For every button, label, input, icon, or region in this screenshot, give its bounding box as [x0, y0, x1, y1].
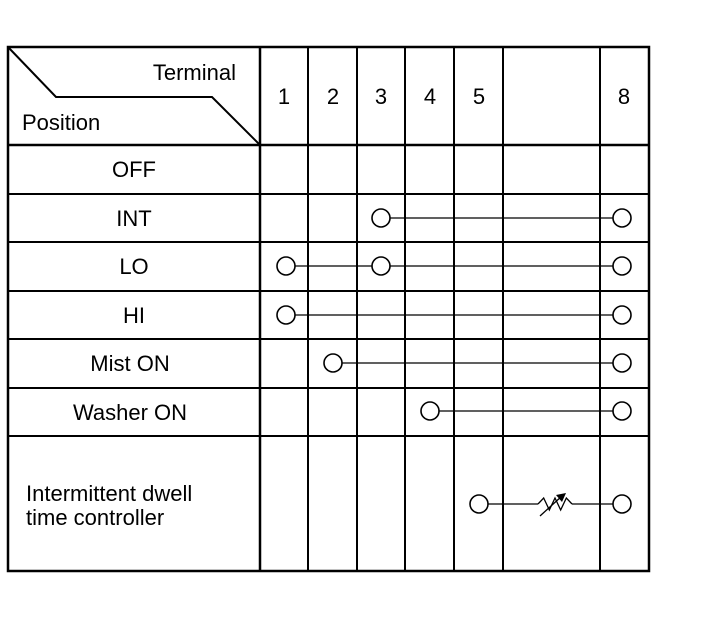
terminal-3-contact — [371, 256, 391, 276]
position-labels: OFF INT LO HI Mist ON Washer ON Intermit… — [26, 157, 192, 530]
position-label-mist-on: Mist ON — [90, 351, 169, 376]
terminal-header-3: 3 — [375, 84, 387, 109]
terminal-1-contact — [276, 256, 296, 276]
terminal-4-contact — [420, 401, 440, 421]
position-label-int: INT — [116, 206, 151, 231]
terminal-8-contact — [612, 401, 632, 421]
terminal-header-label: Terminal — [153, 60, 236, 85]
position-label-off: OFF — [112, 157, 156, 182]
terminal-8-contact — [612, 305, 632, 325]
terminal-1-contact — [276, 305, 296, 325]
header-diagonal — [7, 46, 261, 146]
variable-arrow-head — [556, 493, 566, 502]
terminal-header-1: 1 — [278, 84, 290, 109]
terminal-8-contact — [612, 494, 632, 514]
terminal-8-contact — [612, 353, 632, 373]
terminal-8-contact — [612, 256, 632, 276]
position-label-intermittent-line-2: time controller — [26, 505, 164, 530]
terminal-header-4: 4 — [424, 84, 436, 109]
table-border — [6, 45, 651, 573]
position-header-label: Position — [22, 110, 100, 135]
terminal-headers: 1 2 3 4 5 8 — [278, 84, 630, 109]
terminal-5-contact — [469, 494, 489, 514]
terminal-3-contact — [371, 208, 391, 228]
terminal-2-contact — [323, 353, 343, 373]
variable-resistor-icon — [537, 496, 573, 512]
position-label-hi: HI — [123, 303, 145, 328]
table-grid — [6, 45, 651, 573]
terminal-8-contact — [612, 208, 632, 228]
header-corner: Terminal Position — [7, 46, 261, 146]
position-label-intermittent-line-1: Intermittent dwell — [26, 481, 192, 506]
terminal-header-8: 8 — [618, 84, 630, 109]
position-label-washer-on: Washer ON — [73, 400, 187, 425]
position-label-lo: LO — [119, 254, 148, 279]
terminal-header-2: 2 — [327, 84, 339, 109]
continuity-connections — [276, 208, 632, 517]
variable-arrow-shaft — [539, 495, 563, 517]
terminal-header-5: 5 — [473, 84, 485, 109]
